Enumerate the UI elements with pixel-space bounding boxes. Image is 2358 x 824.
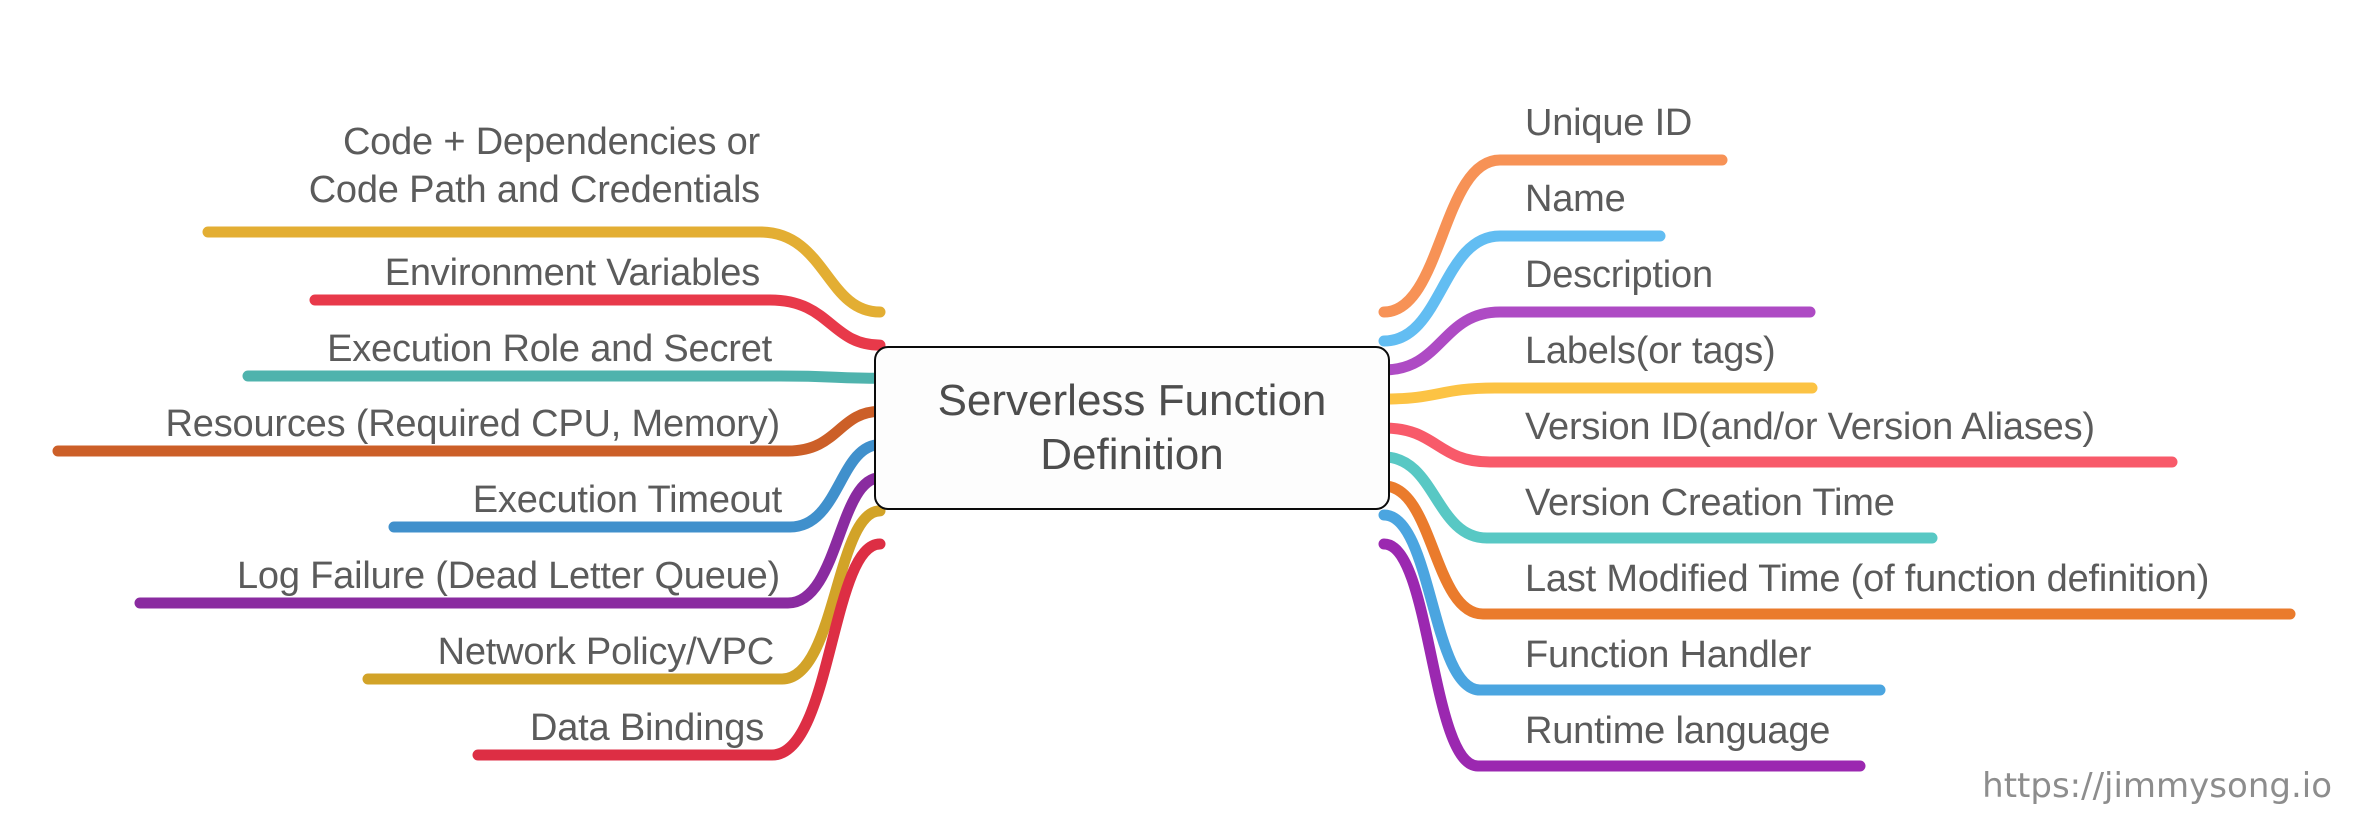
left-branch-label[interactable]: Code + Dependencies or Code Path and Cre… [308,121,761,211]
left-branch-connector [362,505,886,685]
right-branch-label[interactable]: Name [1525,178,1626,220]
right-branch-label[interactable]: Description [1525,254,1713,296]
right-branch-connector [1378,422,2178,468]
central-node-label: Serverless Function Definition [937,376,1327,479]
left-branch-connector [134,472,886,609]
left-branch-connector [52,405,886,457]
right-branch-label[interactable]: Function Handler [1525,634,1812,676]
right-branch-connector [1378,154,1728,318]
left-branch-connector [309,294,886,351]
central-node[interactable]: Serverless Function Definition [874,346,1390,510]
right-branch-connector [1378,306,1816,376]
left-branch-label[interactable]: Resources (Required CPU, Memory) [165,403,781,445]
right-branch-label[interactable]: Last Modified Time (of function definiti… [1525,558,2210,600]
left-branch-connector [472,538,886,761]
right-branch-connector [1378,509,1886,696]
left-branch-connector [242,370,886,384]
right-branch-connector [1378,451,1938,544]
right-branch-label[interactable]: Version Creation Time [1525,482,1895,524]
left-branch-label[interactable]: Network Policy/VPC [437,631,775,673]
right-branch-label[interactable]: Version ID(and/or Version Aliases) [1525,406,2095,448]
left-branch-label[interactable]: Data Bindings [530,707,764,749]
left-branch-label[interactable]: Environment Variables [384,252,760,294]
right-branch-label[interactable]: Unique ID [1525,102,1693,144]
right-branch-connector [1378,230,1666,347]
left-branch-label[interactable]: Log Failure (Dead Letter Queue) [236,555,780,597]
right-branch-connector [1378,382,1818,405]
right-branch-label[interactable]: Runtime language [1525,710,1831,752]
left-branch-label[interactable]: Execution Timeout [472,479,782,521]
right-branch-connector [1378,538,1866,772]
left-branch-connector [388,439,886,533]
left-branch-connector [202,226,886,318]
right-branch-connector [1378,480,2296,620]
right-branch-label[interactable]: Labels(or tags) [1525,330,1776,372]
watermark: https://jimmysong.io [1982,766,2332,806]
left-branch-label[interactable]: Execution Role and Secret [327,328,772,370]
